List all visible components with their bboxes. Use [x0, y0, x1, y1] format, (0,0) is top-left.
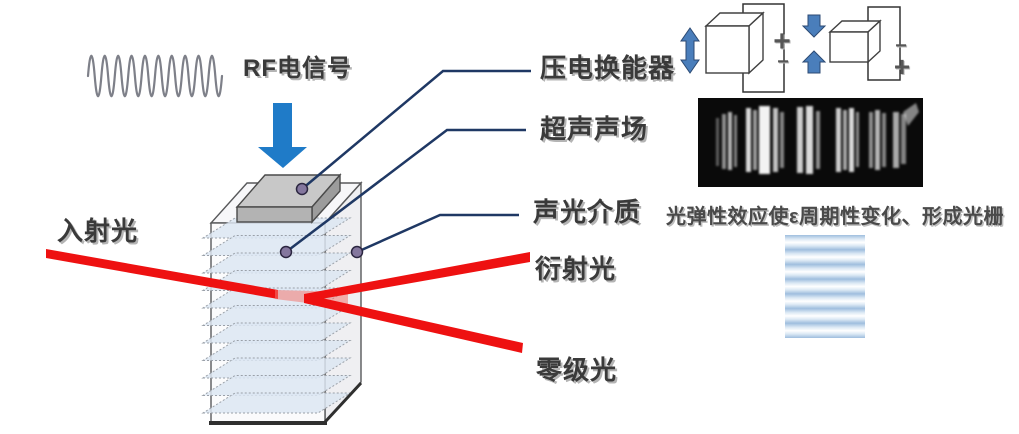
- cube1-minus-sign: −: [777, 51, 789, 73]
- callout-line-medium: [356, 213, 519, 254]
- circuit-wire: [867, 6, 901, 81]
- diffracted-beam: [304, 252, 530, 302]
- callout-dots: [279, 182, 364, 259]
- callout-dot-ultrasound: [279, 245, 293, 259]
- callout-line-transducer: [301, 69, 531, 190]
- incident-beam: [46, 249, 278, 299]
- cube1-plus-sign: +: [773, 25, 791, 58]
- zero-order-beam: [304, 294, 523, 353]
- piezo-cube-compressed: [801, 6, 901, 81]
- circuit-wire: [742, 3, 785, 93]
- compress-down-arrow-icon: [801, 14, 827, 38]
- callout-lines: [285, 69, 531, 254]
- piezo-cube-expanded: [680, 3, 785, 93]
- compress-up-arrow-icon: [801, 50, 827, 74]
- cube2-minus-sign: −: [895, 35, 907, 57]
- ultrasound-field-label: 超声声场: [540, 114, 649, 144]
- callout-line-ultrasound: [285, 128, 526, 253]
- rf-signal-label: RF电信号: [243, 55, 352, 82]
- callout-dot-medium: [350, 245, 364, 259]
- transducer-label: 压电换能器: [540, 53, 676, 83]
- box-bottom-diagonal-edge: [323, 381, 363, 424]
- sound-wavefront-layers: [201, 217, 352, 414]
- expansion-double-arrow-icon: [680, 27, 700, 74]
- transducer-slab: [235, 173, 342, 224]
- callout-dot-transducer: [295, 182, 309, 196]
- photoelastic-caption: 光弹性效应使ε周期性变化、形成光栅: [666, 206, 1004, 228]
- sine-wave-icon: [86, 54, 224, 98]
- rf-down-arrow-icon: [258, 103, 307, 168]
- laser-beams: [46, 249, 530, 353]
- incident-light-label: 入射光: [57, 216, 139, 246]
- ultrasound-photo: [698, 98, 923, 187]
- grating-stripes-pattern: [785, 235, 865, 338]
- cube2-plus-sign: +: [893, 51, 911, 82]
- zero-order-light-label: 零级光: [536, 355, 618, 385]
- diffracted-light-label: 衍射光: [535, 254, 617, 284]
- ao-medium-label: 声光介质: [533, 197, 642, 227]
